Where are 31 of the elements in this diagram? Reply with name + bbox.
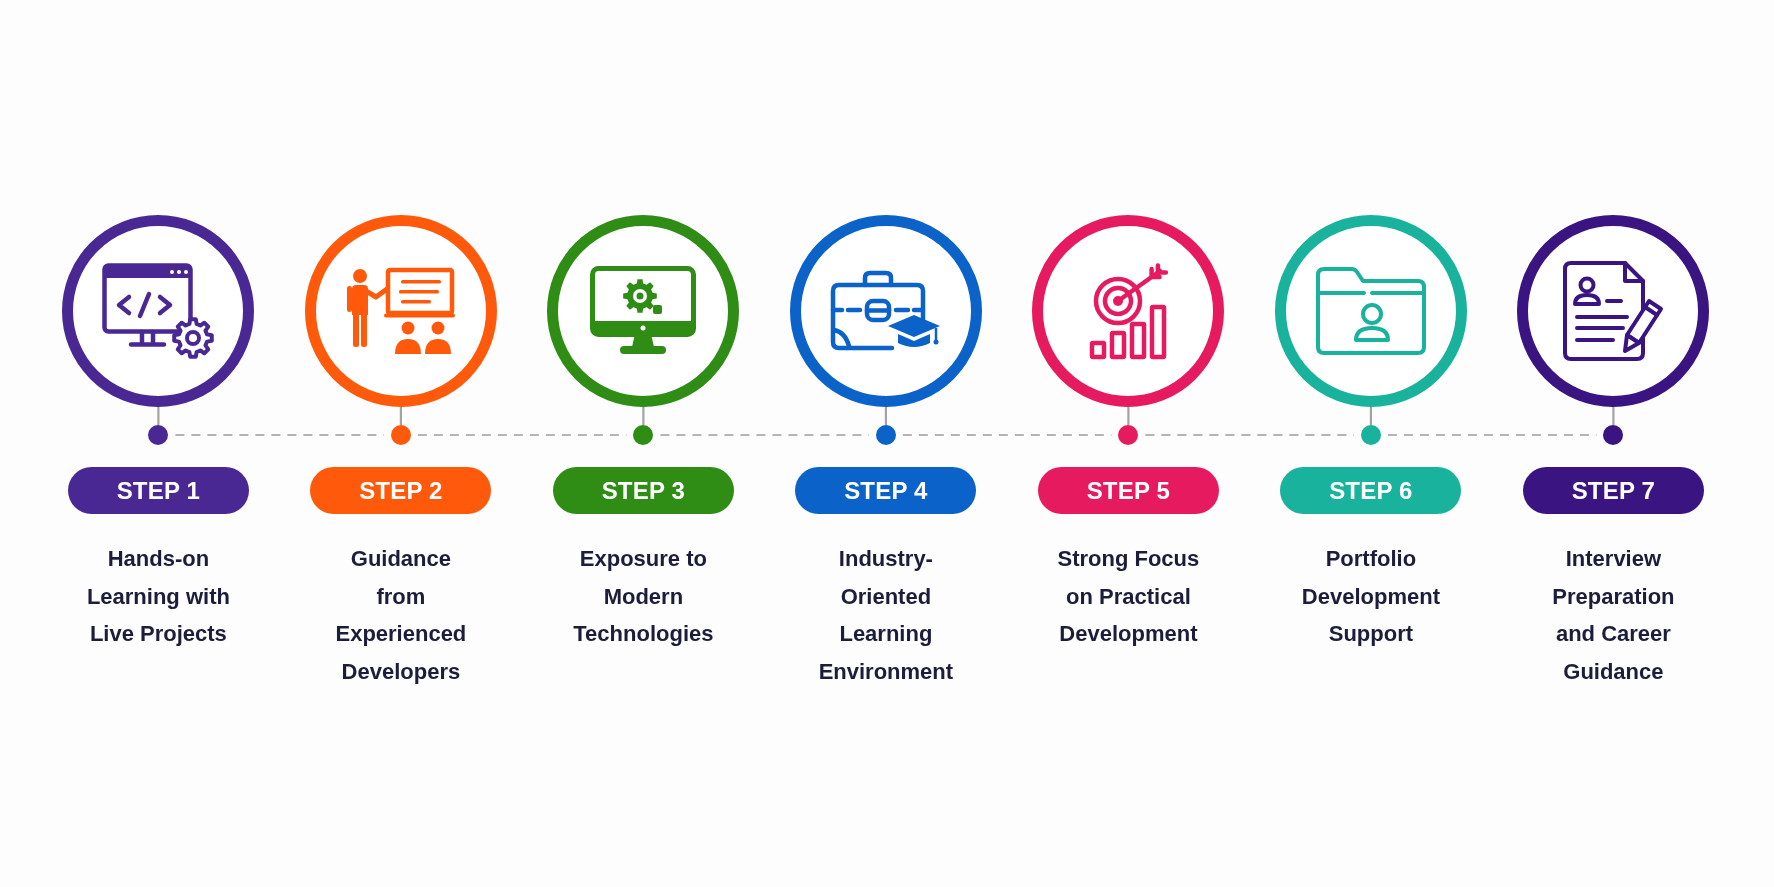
connector-line	[157, 407, 160, 425]
step-pill: STEP 4	[795, 467, 977, 514]
connector-line	[399, 407, 402, 425]
timeline-dot	[1360, 425, 1381, 445]
connector-line	[642, 407, 645, 425]
step-pill: STEP 1	[67, 467, 249, 514]
timeline-dot	[875, 425, 896, 445]
step-pill: STEP 5	[1037, 467, 1219, 514]
step-description: Portfolio Development Support	[1300, 545, 1441, 648]
timeline-dot	[390, 425, 411, 445]
timeline-dot	[633, 425, 654, 445]
timeline-dot	[148, 425, 169, 445]
dashed-timeline-line	[175, 433, 384, 437]
step-description: Guidance from Experienced Developers	[334, 545, 468, 686]
step-description: Industry-Oriented Learning Environment	[817, 545, 955, 686]
dashed-timeline-line	[1145, 433, 1354, 437]
connector-line	[1127, 407, 1130, 425]
step-pill: STEP 7	[1522, 467, 1704, 514]
step-pill: STEP 6	[1280, 467, 1462, 514]
timeline-dot	[1118, 425, 1139, 445]
step-description: Hands-on Learning with Live Projects	[85, 545, 231, 648]
step-pill: STEP 2	[310, 467, 492, 514]
step-pill: STEP 3	[552, 467, 734, 514]
timeline-dot	[1603, 425, 1624, 445]
step-description: Exposure to Modern Technologies	[572, 545, 715, 648]
step-description: Interview Preparation and Career Guidance	[1551, 545, 1676, 686]
dashed-timeline-line	[660, 433, 869, 437]
step-description: Strong Focus on Practical Development	[1056, 545, 1201, 648]
connector-line	[1369, 407, 1372, 425]
connector-line	[1612, 407, 1615, 425]
connector-line	[884, 407, 887, 425]
